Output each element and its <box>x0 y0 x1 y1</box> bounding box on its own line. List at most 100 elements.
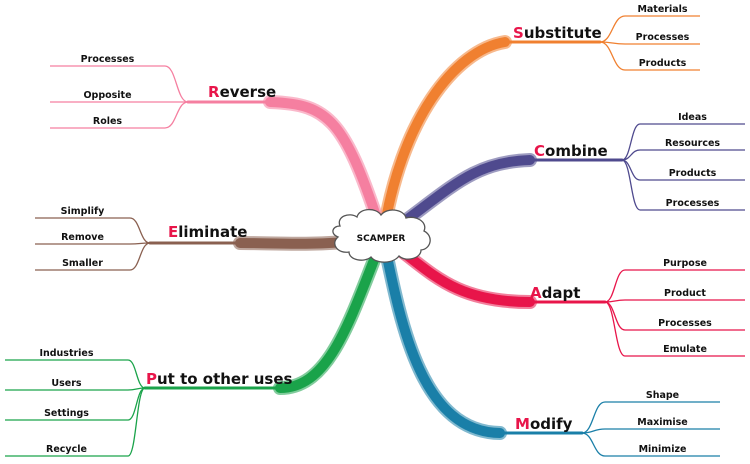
leaf-combine-3: Processes <box>621 159 745 211</box>
leaf-connector <box>35 242 151 245</box>
branch-initial: R <box>208 83 220 101</box>
leaf-label: Emulate <box>663 344 707 355</box>
center-cloud-node: SCAMPER <box>332 208 431 263</box>
leaf-put-2: Settings <box>5 387 146 421</box>
leaf-label: Purpose <box>663 258 707 269</box>
leaf-combine-2: Products <box>621 159 745 181</box>
leaf-connector <box>5 387 146 457</box>
leaf-eliminate-1: Remove <box>35 232 151 245</box>
leaf-connector <box>621 123 745 161</box>
branch-modify-stroke <box>380 234 503 436</box>
leaf-connector <box>35 242 151 271</box>
leaf-connector <box>599 41 700 71</box>
branch-substitute-stroke <box>376 35 512 244</box>
branch-put: Put to other uses IndustriesUsersSettings… <box>5 230 390 457</box>
leaf-label: Processes <box>666 198 720 209</box>
branch-rest: odify <box>530 415 573 433</box>
leaf-modify-1: Maximise <box>581 417 720 434</box>
branch-eliminate-label: Eliminate <box>168 223 247 241</box>
leaf-connector <box>621 149 745 161</box>
leaf-label: Minimize <box>639 444 687 455</box>
leaf-label: Processes <box>658 318 712 329</box>
leaf-label: Opposite <box>83 90 131 101</box>
leaf-connector <box>599 41 700 45</box>
leaf-reverse-1: Opposite <box>50 90 188 103</box>
leaf-label: Simplify <box>61 206 105 217</box>
branch-initial: C <box>534 142 545 160</box>
branch-reverse-stroke <box>267 99 386 240</box>
leaf-connector <box>604 299 745 303</box>
leaf-eliminate-0: Simplify <box>35 206 151 244</box>
leaf-label: Industries <box>39 348 93 359</box>
leaf-label: Shape <box>646 390 679 401</box>
leaf-put-0: Industries <box>5 348 146 389</box>
leaf-combine-1: Resources <box>621 138 745 161</box>
leaf-adapt-3: Emulate <box>604 301 745 357</box>
leaf-label: Products <box>639 58 687 69</box>
branch-substitute-stroke <box>380 39 508 240</box>
branch-rest: everse <box>220 83 277 101</box>
leaf-put-3: Recycle <box>5 387 146 457</box>
leaf-substitute-2: Products <box>599 41 700 71</box>
leaf-label: Recycle <box>46 444 87 455</box>
leaf-connector <box>599 15 700 43</box>
leaf-adapt-1: Product <box>604 288 745 303</box>
leaf-connector <box>5 359 146 389</box>
branch-put-label: Put to other uses <box>146 370 292 388</box>
leaf-connector <box>581 401 720 434</box>
branch-modify-label: Modify <box>515 415 573 433</box>
branch-rest: liminate <box>178 223 247 241</box>
branch-put-stroke <box>277 234 386 391</box>
leaf-reverse-2: Roles <box>50 101 189 129</box>
leaf-put-1: Users <box>5 378 146 391</box>
cloud-shape <box>332 208 431 263</box>
branch-adapt-label: Adapt <box>530 284 580 302</box>
leaf-label: Materials <box>637 4 687 15</box>
branch-initial: M <box>515 415 530 433</box>
branch-substitute-label: Substitute <box>513 24 602 42</box>
leaf-label: Settings <box>44 408 89 419</box>
leaf-label: Roles <box>93 116 123 127</box>
leaf-connector <box>35 217 151 244</box>
leaf-connector <box>50 65 189 103</box>
leaf-modify-0: Shape <box>581 390 720 434</box>
branch-rest: ubstitute <box>524 24 602 42</box>
branch-initial: A <box>530 284 542 302</box>
leaf-label: Processes <box>81 54 135 65</box>
leaf-combine-0: Ideas <box>621 112 745 161</box>
branch-substitute-stroke <box>378 37 510 242</box>
branch-initial: E <box>168 223 178 241</box>
leaf-connector <box>604 269 745 303</box>
leaf-label: Maximise <box>637 417 688 428</box>
leaf-reverse-0: Processes <box>50 54 189 103</box>
leaf-label: Resources <box>665 138 720 149</box>
branch-rest: ut to other uses <box>157 370 292 388</box>
branch-rest: dapt <box>542 284 581 302</box>
leaf-substitute-0: Materials <box>599 4 700 43</box>
leaf-adapt-2: Processes <box>604 301 745 331</box>
leaf-connector <box>581 428 720 434</box>
leaf-label: Processes <box>636 32 690 43</box>
leaf-eliminate-2: Smaller <box>35 242 151 271</box>
branch-reverse-label: Reverse <box>208 83 276 101</box>
leaf-adapt-0: Purpose <box>604 258 745 303</box>
branch-rest: ombine <box>545 142 608 160</box>
branch-initial: S <box>513 24 524 42</box>
leaf-label: Smaller <box>62 258 103 269</box>
branch-combine-label: Combine <box>534 142 608 160</box>
leaf-substitute-1: Processes <box>599 32 700 45</box>
center-label: SCAMPER <box>357 234 406 244</box>
leaf-connector <box>621 159 745 211</box>
leaf-label: Remove <box>61 232 104 243</box>
leaf-label: Products <box>669 168 717 179</box>
leaf-modify-2: Minimize <box>581 432 720 457</box>
leaf-connector <box>604 301 745 357</box>
leaf-label: Ideas <box>678 112 707 123</box>
leaf-connector <box>50 101 189 129</box>
leaf-connector <box>581 432 720 457</box>
